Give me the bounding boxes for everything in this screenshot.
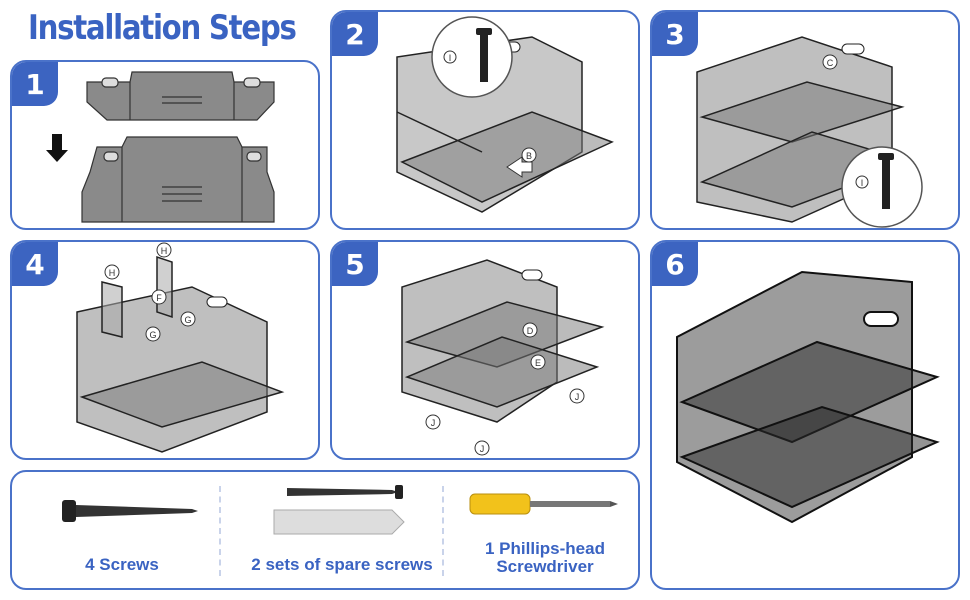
part-label-j2: J: [431, 418, 436, 428]
step-3-panel: 3 C I: [650, 10, 960, 230]
part-label-f: F: [156, 293, 162, 303]
part-label-b: B: [526, 151, 532, 161]
parts-label-screwdriver: 1 Phillips-head Screwdriver: [480, 540, 610, 576]
parts-divider-1: [219, 486, 221, 576]
step-2-panel: 2 I B: [330, 10, 640, 230]
step-6-badge: 6: [652, 242, 698, 286]
screwdriver-icon: [470, 494, 618, 514]
page-title: Installation Steps: [28, 8, 296, 48]
parts-label-screws: 4 Screws: [52, 556, 192, 574]
step-5-illustration: D E J J J: [332, 242, 640, 460]
step-4-badge: 4: [12, 242, 58, 286]
step-1-badge: 1: [12, 62, 58, 106]
step-5-badge: 5: [332, 242, 378, 286]
step-5-panel: 5 D E J J J: [330, 240, 640, 460]
step-6-panel: 6: [650, 240, 960, 590]
part-label-j3: J: [480, 444, 485, 454]
part-label-g1: G: [149, 330, 156, 340]
part-label-d: D: [527, 326, 534, 336]
spare-screws-icon: [274, 485, 404, 534]
part-label-e: E: [535, 358, 541, 368]
step-1-illustration: [12, 62, 320, 230]
part-label-h1: H: [109, 268, 116, 278]
part-label-g2: G: [184, 315, 191, 325]
step-2-illustration: I B: [332, 12, 640, 230]
part-label-c: C: [827, 58, 834, 68]
screw-label-i-3: I: [861, 178, 864, 188]
step-2-badge: 2: [332, 12, 378, 56]
part-label-j1: J: [575, 392, 580, 402]
parts-label-spare-screws: 2 sets of spare screws: [237, 556, 447, 574]
screw-icon: [62, 500, 198, 522]
step-4-panel: 4 H H F G G: [10, 240, 320, 460]
step-3-badge: 3: [652, 12, 698, 56]
step-4-illustration: H H F G G: [12, 242, 320, 460]
step-3-illustration: C I: [652, 12, 960, 230]
screw-label-i: I: [449, 53, 452, 63]
part-label-h2: H: [161, 246, 168, 256]
step-1-panel: 1: [10, 60, 320, 230]
parts-panel: 4 Screws 2 sets of spare screws 1 Philli…: [10, 470, 640, 590]
step-6-illustration: [652, 242, 960, 590]
